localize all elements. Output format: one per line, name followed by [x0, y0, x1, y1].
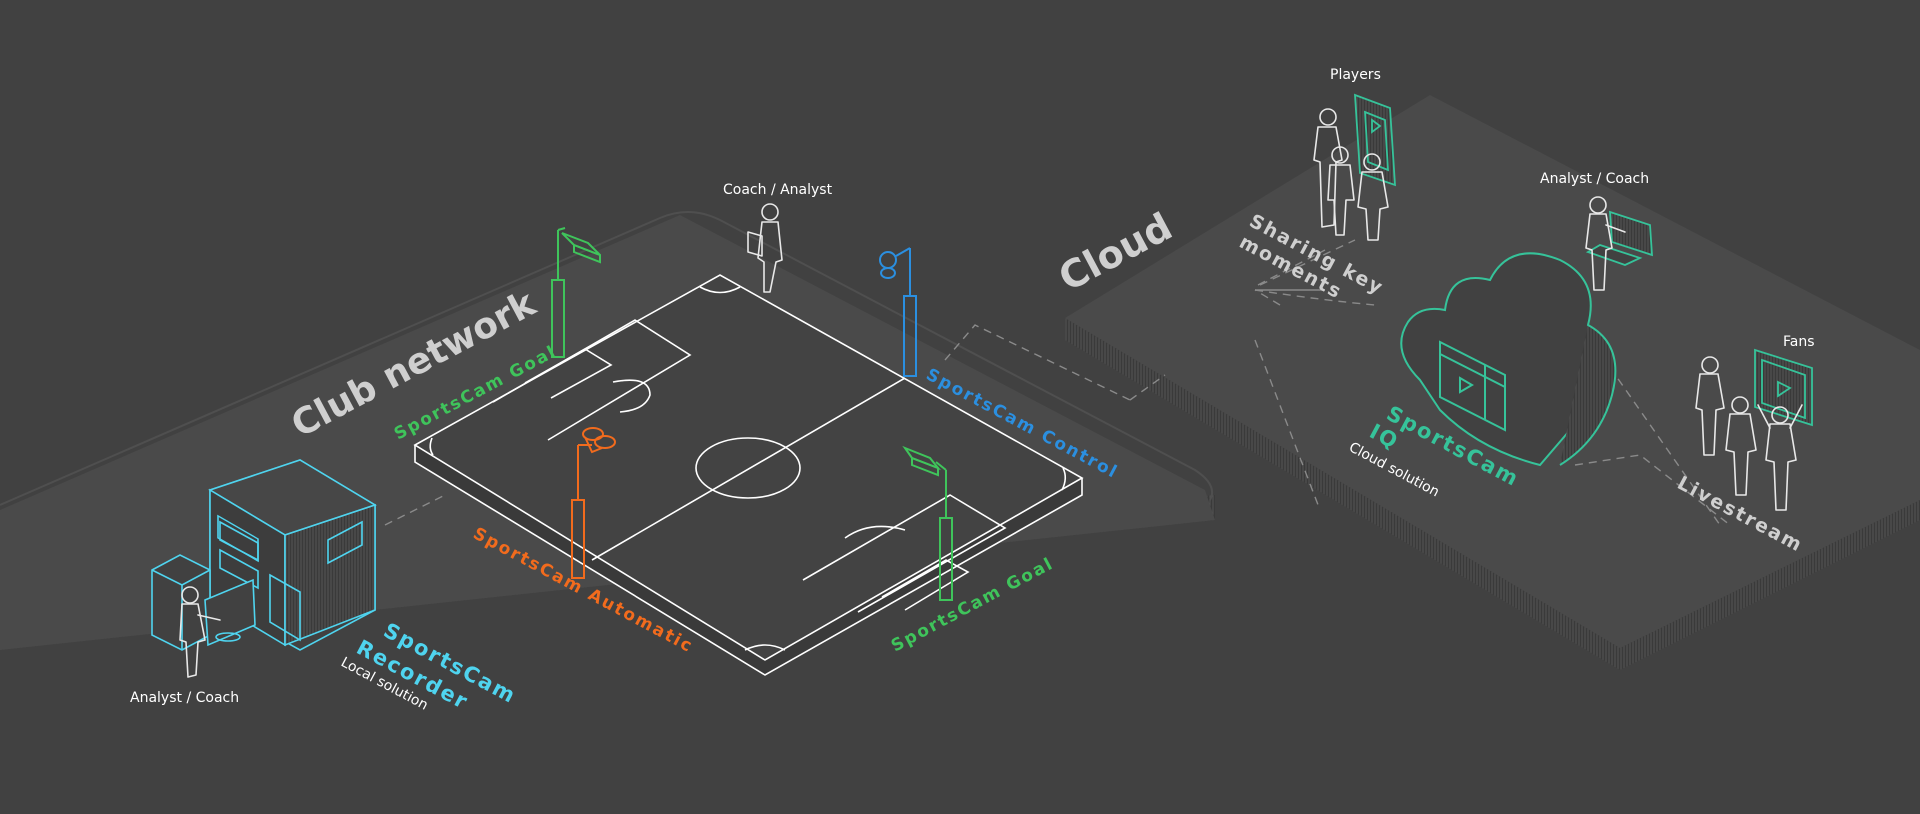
person-icon — [747, 203, 783, 293]
laptop-icon — [1585, 210, 1653, 266]
cloud-icon — [1400, 252, 1617, 467]
camera-goal-bottom-icon — [902, 445, 953, 601]
camera-automatic-icon — [571, 427, 616, 579]
label-players: Players — [1330, 67, 1381, 83]
person-icon — [1585, 196, 1626, 291]
person-icon — [179, 586, 221, 678]
label-fans: Fans — [1783, 334, 1815, 350]
recorder-building-icon — [151, 459, 377, 651]
camera-goal-top-icon — [551, 227, 601, 358]
person-icon — [1695, 356, 1803, 511]
person-icon — [1313, 108, 1389, 241]
label-analyst-coach-local: Analyst / Coach — [130, 690, 239, 706]
camera-control-icon — [879, 247, 917, 377]
tablet-icon — [1354, 93, 1396, 187]
livestream-screen-icon — [1754, 348, 1813, 427]
label-coach-analyst: Coach / Analyst — [723, 182, 833, 198]
label-analyst-coach-cloud: Analyst / Coach — [1540, 171, 1649, 187]
football-pitch — [413, 274, 1084, 676]
connection-lines — [384, 239, 1731, 526]
